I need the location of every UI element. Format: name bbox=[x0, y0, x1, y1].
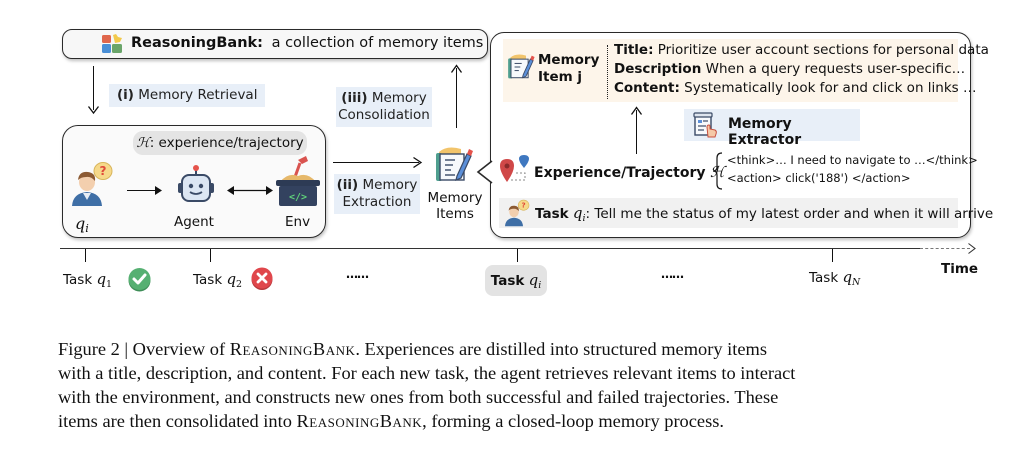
callout-pointer bbox=[476, 160, 495, 184]
timeline-task-current[interactable]: Task qi bbox=[485, 265, 547, 296]
success-check-icon bbox=[127, 267, 152, 296]
timeline-task-n[interactable]: Task qN bbox=[809, 268, 861, 288]
memory-consolidation-label: (iii) Memory Consolidation bbox=[336, 87, 432, 127]
task-description: Task qi: Tell me the status of my latest… bbox=[535, 204, 994, 224]
reasoningbank-name: ReasoningBank: bbox=[131, 35, 263, 51]
memory-item-icon bbox=[506, 52, 536, 86]
robot-agent-icon bbox=[176, 164, 216, 212]
arrow-head-right-icon bbox=[968, 243, 976, 254]
figure-caption: Figure 2 | Overview of ReasoningBank. Ex… bbox=[58, 339, 796, 431]
memory-field-content: Content: Systematically look for and cli… bbox=[614, 80, 977, 96]
trajectory-lines: <think>… I need to navigate to …</think>… bbox=[727, 151, 978, 187]
tick-task-i bbox=[517, 249, 519, 262]
consolidation-arrow bbox=[456, 68, 458, 128]
reasoningbank-description: a collection of memory items bbox=[271, 35, 484, 51]
arrow-head-right-icon bbox=[413, 156, 423, 169]
trajectory-action: <action> click('188') </action> bbox=[727, 171, 911, 185]
timeline-axis bbox=[60, 248, 920, 250]
svg-text:?: ? bbox=[522, 201, 526, 210]
memory-extraction-label: (ii) Memory Extraction bbox=[334, 174, 420, 214]
env-label: Env bbox=[285, 214, 311, 230]
trajectory-tag: ℋ: experience/trajectory bbox=[133, 131, 307, 155]
timeline-ellipsis: …… bbox=[661, 267, 684, 281]
document-hand-icon bbox=[693, 112, 719, 142]
memory-retrieval-label: (i) Memory Retrieval bbox=[109, 84, 266, 107]
timeline-task-1[interactable]: Task q1 bbox=[63, 270, 113, 290]
timeline-axis-dashed bbox=[920, 248, 970, 249]
user-to-agent-arrow bbox=[127, 190, 159, 192]
arrow-head-right-icon bbox=[155, 186, 162, 195]
memory-field-title: Title: Prioritize user account sections … bbox=[614, 42, 989, 58]
svg-text:</>: </> bbox=[289, 192, 307, 203]
timeline-ellipsis: …… bbox=[346, 267, 369, 281]
tick-task-1 bbox=[85, 249, 87, 262]
experience-trajectory-label: Experience/Trajectory ℋ bbox=[534, 163, 725, 181]
brace-icon bbox=[712, 152, 723, 190]
caption-reasoningbank: ReasoningBank bbox=[296, 411, 423, 431]
trajectory-think: <think>… I need to navigate to …</think> bbox=[727, 153, 978, 167]
caption-reasoningbank: ReasoningBank bbox=[229, 339, 356, 359]
memory-item-divider bbox=[607, 45, 608, 99]
user-query-label: qi bbox=[75, 214, 89, 235]
memory-extractor-label: Memory Extractor bbox=[728, 116, 802, 148]
retrieval-arrow bbox=[93, 66, 95, 110]
agent-loop-box: ℋ: experience/trajectory ? qi bbox=[62, 125, 326, 238]
environment-sandbox-icon: </> bbox=[274, 156, 322, 212]
reasoningbank-box: ReasoningBank: a collection of memory it… bbox=[62, 29, 488, 59]
memory-items-icon[interactable] bbox=[433, 146, 475, 188]
arrow-head-up-icon bbox=[450, 64, 463, 73]
agent-label: Agent bbox=[174, 214, 214, 230]
arrow-head-down-icon bbox=[87, 106, 100, 115]
agent-env-arrow bbox=[227, 186, 273, 195]
puzzle-icon bbox=[101, 33, 123, 55]
memory-item-fields: Title: Prioritize user account sections … bbox=[614, 41, 989, 98]
memory-extractor-box: Memory Extractor bbox=[684, 109, 860, 148]
extraction-arrow bbox=[333, 162, 419, 164]
timeline-task-2[interactable]: Task q2 bbox=[193, 270, 243, 290]
svg-text:?: ? bbox=[100, 164, 107, 178]
user-question-icon: ? bbox=[67, 160, 117, 212]
memory-field-description: Description When a query requests user-s… bbox=[614, 61, 966, 77]
extractor-to-item-arrow bbox=[636, 110, 638, 154]
location-path-icon bbox=[499, 154, 531, 188]
tick-task-n bbox=[832, 249, 834, 262]
arrow-head-up-icon bbox=[630, 106, 643, 115]
time-axis-label: Time bbox=[941, 261, 979, 277]
failure-x-icon bbox=[250, 266, 274, 295]
tick-task-2 bbox=[210, 249, 212, 262]
user-question-icon: ? bbox=[502, 198, 532, 232]
task-row: ? Task qi: Tell me the status of my late… bbox=[499, 198, 993, 228]
